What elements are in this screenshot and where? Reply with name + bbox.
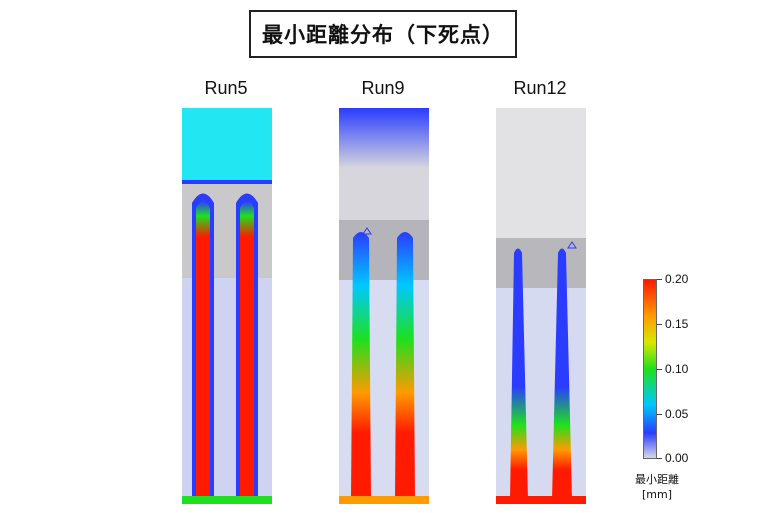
colorbar-label-unit: [mm]	[641, 488, 672, 501]
colorbar-tick-label: 0.15	[665, 317, 689, 331]
distance-map-run9	[339, 108, 429, 504]
colorbar-tick-mark	[657, 279, 662, 280]
panel-label-run12: Run12	[513, 78, 567, 98]
colorbar-tick-mark	[657, 324, 662, 325]
colorbar-tick-mark	[657, 458, 662, 459]
panel-label-run9: Run9	[361, 78, 405, 98]
colorbar-tick-label: 0.00	[665, 451, 689, 465]
colorbar-tick-label: 0.10	[665, 362, 689, 376]
distance-map-run5	[182, 108, 272, 504]
colorbar-tick-mark	[657, 414, 662, 415]
figure-title: 最小距離分布（下死点）	[249, 10, 517, 58]
colorbar	[643, 279, 657, 459]
colorbar-tick-mark	[657, 369, 662, 370]
colorbar-tick-label: 0.05	[665, 407, 689, 421]
colorbar-label: 最小距離 [mm]	[622, 472, 692, 502]
distance-map-run12	[496, 108, 586, 504]
panel-label-run5: Run5	[204, 78, 248, 98]
colorbar-tick-label: 0.20	[665, 272, 689, 286]
colorbar-label-line1: 最小距離	[635, 473, 679, 486]
